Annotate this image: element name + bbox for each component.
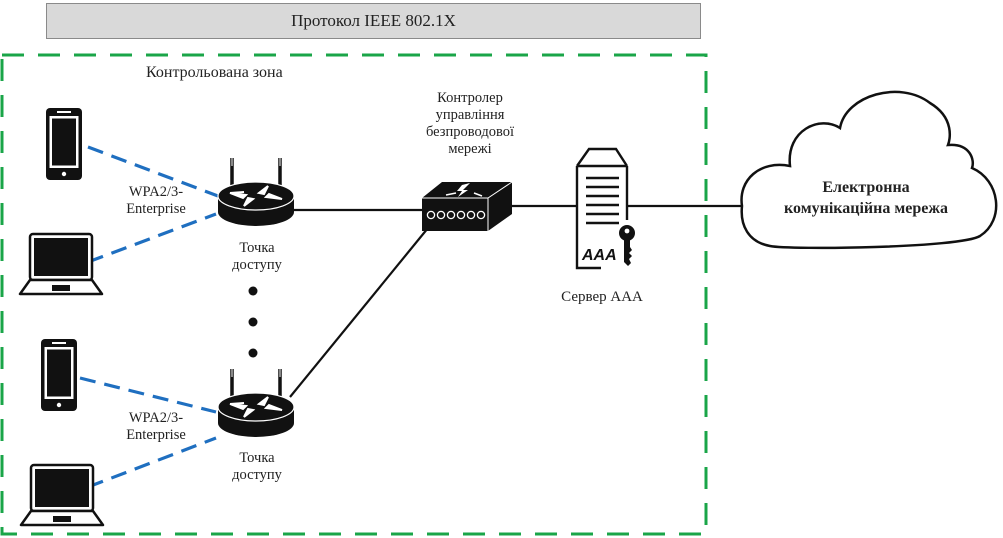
controller-label-line1: Контролер [437, 90, 503, 106]
encryption-line2: Enterprise [126, 201, 186, 217]
smartphone-icon [46, 108, 82, 180]
access-point-router-icon [216, 367, 296, 439]
controller-label-line4: мережі [448, 141, 492, 157]
ellipsis-dot [248, 317, 258, 327]
aaa-badge: AAA [581, 247, 617, 264]
aaa-server-label: Сервер ААА [561, 289, 643, 305]
access-point-label-line1: Точка [239, 450, 275, 466]
access-point-label-line2: доступу [232, 467, 282, 483]
wireless-link-laptop2 [87, 436, 217, 489]
encryption-line1: WPA2/3- [128, 184, 184, 200]
encryption-label: WPA2/3- Enterprise [110, 184, 202, 218]
access-point-label: Точка доступу [212, 450, 302, 484]
laptop-icon [19, 463, 105, 527]
aaa-server-icon [575, 147, 629, 270]
controller-label-line2: управління [435, 107, 505, 123]
wireless-link-phone1 [87, 145, 219, 198]
protocol-banner: Протокол IEEE 802.1X [46, 3, 701, 39]
controlled-zone-border [0, 53, 708, 536]
controller-label-line3: безпроводової [425, 124, 515, 140]
encryption-label: WPA2/3- Enterprise [110, 410, 202, 444]
access-point-router-icon [216, 156, 296, 228]
controller-label: Контролер управління безпроводової мереж… [412, 90, 528, 158]
ellipsis-dot [248, 348, 258, 358]
laptop-icon [18, 232, 104, 296]
smartphone-icon [41, 339, 77, 411]
key-icon [619, 225, 635, 266]
cloud-label-line2: комунікаційна мережа [784, 200, 948, 217]
access-point-label-line2: доступу [232, 257, 282, 273]
ellipsis-dot [248, 286, 258, 296]
cloud-shape [740, 90, 998, 250]
access-point-label: Точка доступу [212, 240, 302, 274]
wireless-link-laptop1 [87, 212, 217, 264]
encryption-line1: WPA2/3- [128, 410, 184, 426]
wireless-link-phone2 [79, 376, 217, 414]
wireless-controller-icon [422, 181, 513, 231]
cloud-label-line1: Електронна [822, 179, 910, 196]
access-point-label-line1: Точка [239, 240, 275, 256]
protocol-label: Протокол IEEE 802.1X [291, 11, 456, 30]
wired-link-ap2-controller [289, 227, 429, 398]
controlled-zone-label: Контрольована зона [146, 64, 283, 81]
encryption-line2: Enterprise [126, 427, 186, 443]
cloud-label: Електронна комунікаційна мережа [756, 177, 976, 219]
